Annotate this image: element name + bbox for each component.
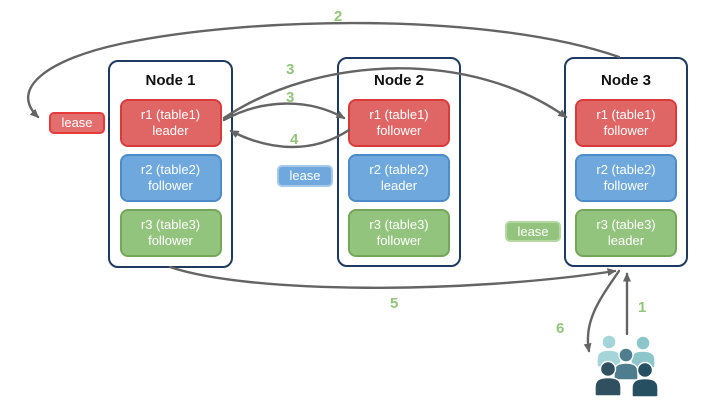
flow-step-4-label: 4	[290, 131, 299, 148]
user-person-bottom-left	[594, 360, 622, 397]
node-3-replica-r1: r1 (table1) follower	[575, 99, 677, 147]
node-1-replica-r3: r3 (table3) follower	[119, 209, 222, 257]
node-2-replica-r3: r3 (table3) follower	[348, 209, 450, 257]
replica-role: follower	[603, 178, 649, 193]
arrow-step-3-node1-to-node2	[222, 102, 346, 122]
flow-step-3b-label: 3	[286, 89, 295, 106]
node-3-title: Node 3	[600, 72, 651, 89]
replica-role: follower	[376, 233, 422, 248]
flow-step-6-label: 6	[556, 320, 565, 337]
lease-badge-red: lease	[49, 112, 105, 134]
lease-badge-green: lease	[505, 221, 561, 242]
user-person-bottom-right	[631, 361, 659, 398]
node-2-replica-r1: r1 (table1) follower	[348, 99, 450, 147]
node-2-replica-r2: r2 (table2) leader	[348, 154, 450, 202]
replica-name: r2 (table2)	[369, 162, 429, 177]
flow-step-1-label: 1	[638, 299, 647, 316]
replica-name: r2 (table2)	[140, 162, 201, 177]
node-3-replica-r3: r3 (table3) leader	[575, 209, 677, 257]
replica-role: follower	[148, 178, 193, 193]
arrow-step-5-node1-to-node3	[168, 265, 617, 289]
replica-name: r2 (table2)	[596, 162, 656, 177]
replica-role: leader	[152, 123, 189, 138]
user-person-middle	[613, 347, 639, 381]
lease-badge-blue: lease	[277, 165, 333, 187]
replica-role: leader	[380, 178, 418, 193]
replica-name: r1 (table1)	[596, 107, 656, 122]
replica-name: r3 (table3)	[369, 217, 429, 232]
replica-name: r1 (table1)	[140, 107, 201, 122]
replica-name: r3 (table3)	[140, 217, 201, 232]
replica-role: follower	[148, 233, 193, 248]
flow-step-3a-label: 3	[286, 61, 295, 78]
replica-role: leader	[607, 233, 645, 248]
node-2-title: Node 2	[373, 72, 424, 89]
users-group-icon	[594, 334, 659, 398]
node-3-panel: Node 3 r1 (table1) follower r2 (table2) …	[564, 57, 688, 267]
node-1-title: Node 1	[145, 72, 196, 89]
flow-step-5-label: 5	[390, 295, 399, 312]
flow-step-2-label: 2	[334, 8, 343, 25]
node-3-replica-r2: r2 (table2) follower	[575, 154, 677, 202]
replica-name: r3 (table3)	[596, 217, 656, 232]
node-2-panel: Node 2 r1 (table1) follower r2 (table2) …	[337, 57, 461, 267]
replica-role: follower	[603, 123, 649, 138]
replica-role: follower	[376, 123, 422, 138]
node-1-replica-r2: r2 (table2) follower	[119, 154, 222, 202]
node-1-panel: Node 1 r1 (table1) leader r2 (table2) fo…	[108, 60, 233, 268]
replica-name: r1 (table1)	[369, 107, 429, 122]
node-1-replica-r1: r1 (table1) leader	[119, 99, 222, 147]
